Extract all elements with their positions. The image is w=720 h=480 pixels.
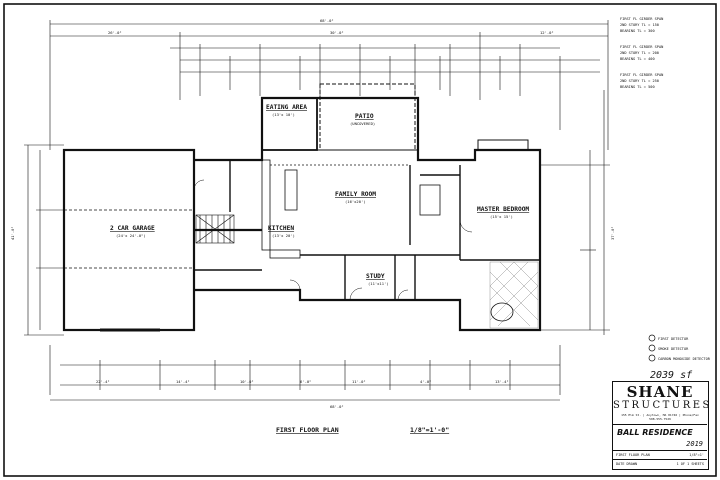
note-line: 2ND STORY TL = 250 — [620, 79, 659, 83]
title-block-row-info: DATE DRAWN 1 OF 1 SHEETS — [613, 459, 707, 469]
plan-title: FIRST FLOOR PLAN — [276, 426, 339, 434]
carbon-monoxide-symbol — [648, 354, 656, 362]
dim-bottom-segment: 11'-0" — [352, 379, 366, 384]
dim-bottom-segment: 22'-4" — [96, 379, 110, 384]
master-bath — [489, 261, 539, 329]
door-swings — [193, 179, 473, 301]
sheet-scale-cell: 1/8"=1' — [689, 453, 704, 457]
dim-right-overall: 37'-0" — [610, 226, 615, 240]
note-line: 2ND STORY TL = 200 — [620, 51, 659, 55]
title-block: SHANE STRUCTURES 155 Elm St. | Anytown, … — [612, 381, 709, 470]
fireplace — [419, 184, 441, 216]
room-labels: 2 CAR GARAGE (24'x 24'-0") EATING AREA (… — [110, 104, 529, 286]
room-study-dim: (11'x11') — [368, 281, 389, 286]
first-detector-symbol — [648, 334, 656, 342]
bottom-segment-labels: 22'-4" 14'-4" 10'-0" 6'-0" 11'-0" 4'-0" … — [96, 379, 509, 384]
room-patio-dim: (UNCOVERED) — [350, 121, 375, 126]
kitchen-fixtures — [261, 159, 410, 259]
note-line: BEARING TL = 500 — [620, 85, 655, 89]
note-line: FIRST FL GIRDER SPAN — [620, 73, 663, 77]
dim-overall-top: 68'-0" — [320, 18, 334, 23]
company-name-line1: SHANE — [626, 383, 694, 401]
company-name-line2: STRUCTURES — [613, 400, 712, 411]
room-garage-label: 2 CAR GARAGE — [110, 225, 155, 232]
dim-left-overall: 41'-0" — [10, 226, 15, 240]
room-family-dim: (16'x20') — [345, 199, 366, 204]
dim-top-left: 26'-0" — [108, 30, 122, 35]
room-patio-label: PATIO — [355, 113, 374, 120]
room-master-label: MASTER BEDROOM — [477, 206, 529, 213]
room-family-label: FAMILY ROOM — [335, 191, 376, 198]
room-eating-dim: (13'x 10') — [272, 112, 295, 117]
smoke-detector-symbol — [648, 344, 656, 352]
note-line: BEARING TL = 400 — [620, 57, 655, 61]
right-dimension-strings — [540, 90, 610, 335]
interior-walls — [194, 160, 540, 300]
eating-patio — [261, 83, 418, 151]
exterior-walls — [62, 96, 542, 332]
top-dimension-strings — [49, 20, 609, 150]
garage-doors — [64, 209, 194, 332]
plan-scale: 1/8"=1'-0" — [410, 426, 449, 434]
structural-notes: FIRST FL GIRDER SPAN 2ND STORY TL = 150 … — [620, 17, 663, 89]
dim-bottom-segment: 4'-0" — [420, 379, 431, 384]
room-master-dim: (15'x 15') — [490, 214, 513, 219]
dim-bottom-segment: 14'-4" — [176, 379, 190, 384]
dim-overall-bottom: 68'-0" — [330, 404, 344, 409]
dim-bottom-segment: 13'-4" — [495, 379, 509, 384]
dim-bottom-segment: 10'-0" — [240, 379, 254, 384]
project-year: 2019 — [686, 440, 703, 448]
bottom-dimension-strings — [49, 345, 561, 401]
room-study-label: STUDY — [366, 273, 385, 280]
master-bay — [477, 139, 529, 151]
legend-first-detector: FIRST DETECTOR — [658, 337, 689, 341]
legend-smoke-detector: SMOKE DETECTOR — [658, 347, 689, 351]
note-line: FIRST FL GIRDER SPAN — [620, 45, 663, 49]
note-line: 2ND STORY TL = 150 — [620, 23, 659, 27]
note-line: BEARING TL = 300 — [620, 29, 655, 33]
room-kitchen-dim: (13'x 20') — [272, 233, 295, 238]
room-eating-label: EATING AREA — [266, 104, 307, 111]
total-square-footage: 2039 sf — [650, 370, 693, 381]
stair — [195, 214, 235, 244]
sheet-title-cell: FIRST FLOOR PLAN — [616, 453, 650, 457]
sheet-border — [3, 3, 717, 477]
left-dimension-strings — [24, 144, 64, 336]
note-line: FIRST FL GIRDER SPAN — [620, 17, 663, 21]
legend-carbon-monoxide: CARBON MONOXIDE DETECTOR — [658, 357, 711, 361]
date-drawn-cell: DATE DRAWN — [616, 462, 638, 466]
title-block-row-sheet: FIRST FLOOR PLAN 1/8"=1' — [613, 450, 707, 460]
project-name: BALL RESIDENCE — [617, 428, 693, 437]
detector-legend: FIRST DETECTOR SMOKE DETECTOR CARBON MON… — [648, 334, 711, 362]
dim-top-right: 12'-0" — [540, 30, 554, 35]
room-kitchen-label: KITCHEN — [268, 225, 294, 232]
room-garage-dim: (24'x 24'-0") — [116, 233, 146, 238]
dim-top-mid: 30'-0" — [330, 30, 344, 35]
sheet-count-cell: 1 OF 1 SHEETS — [676, 462, 704, 466]
company-logo: SHANE STRUCTURES 155 Elm St. | Anytown, … — [613, 382, 712, 425]
dim-bottom-segment: 6'-0" — [300, 379, 311, 384]
company-address: 155 Elm St. | Anytown, MA 01746 | Phone/… — [621, 413, 699, 421]
